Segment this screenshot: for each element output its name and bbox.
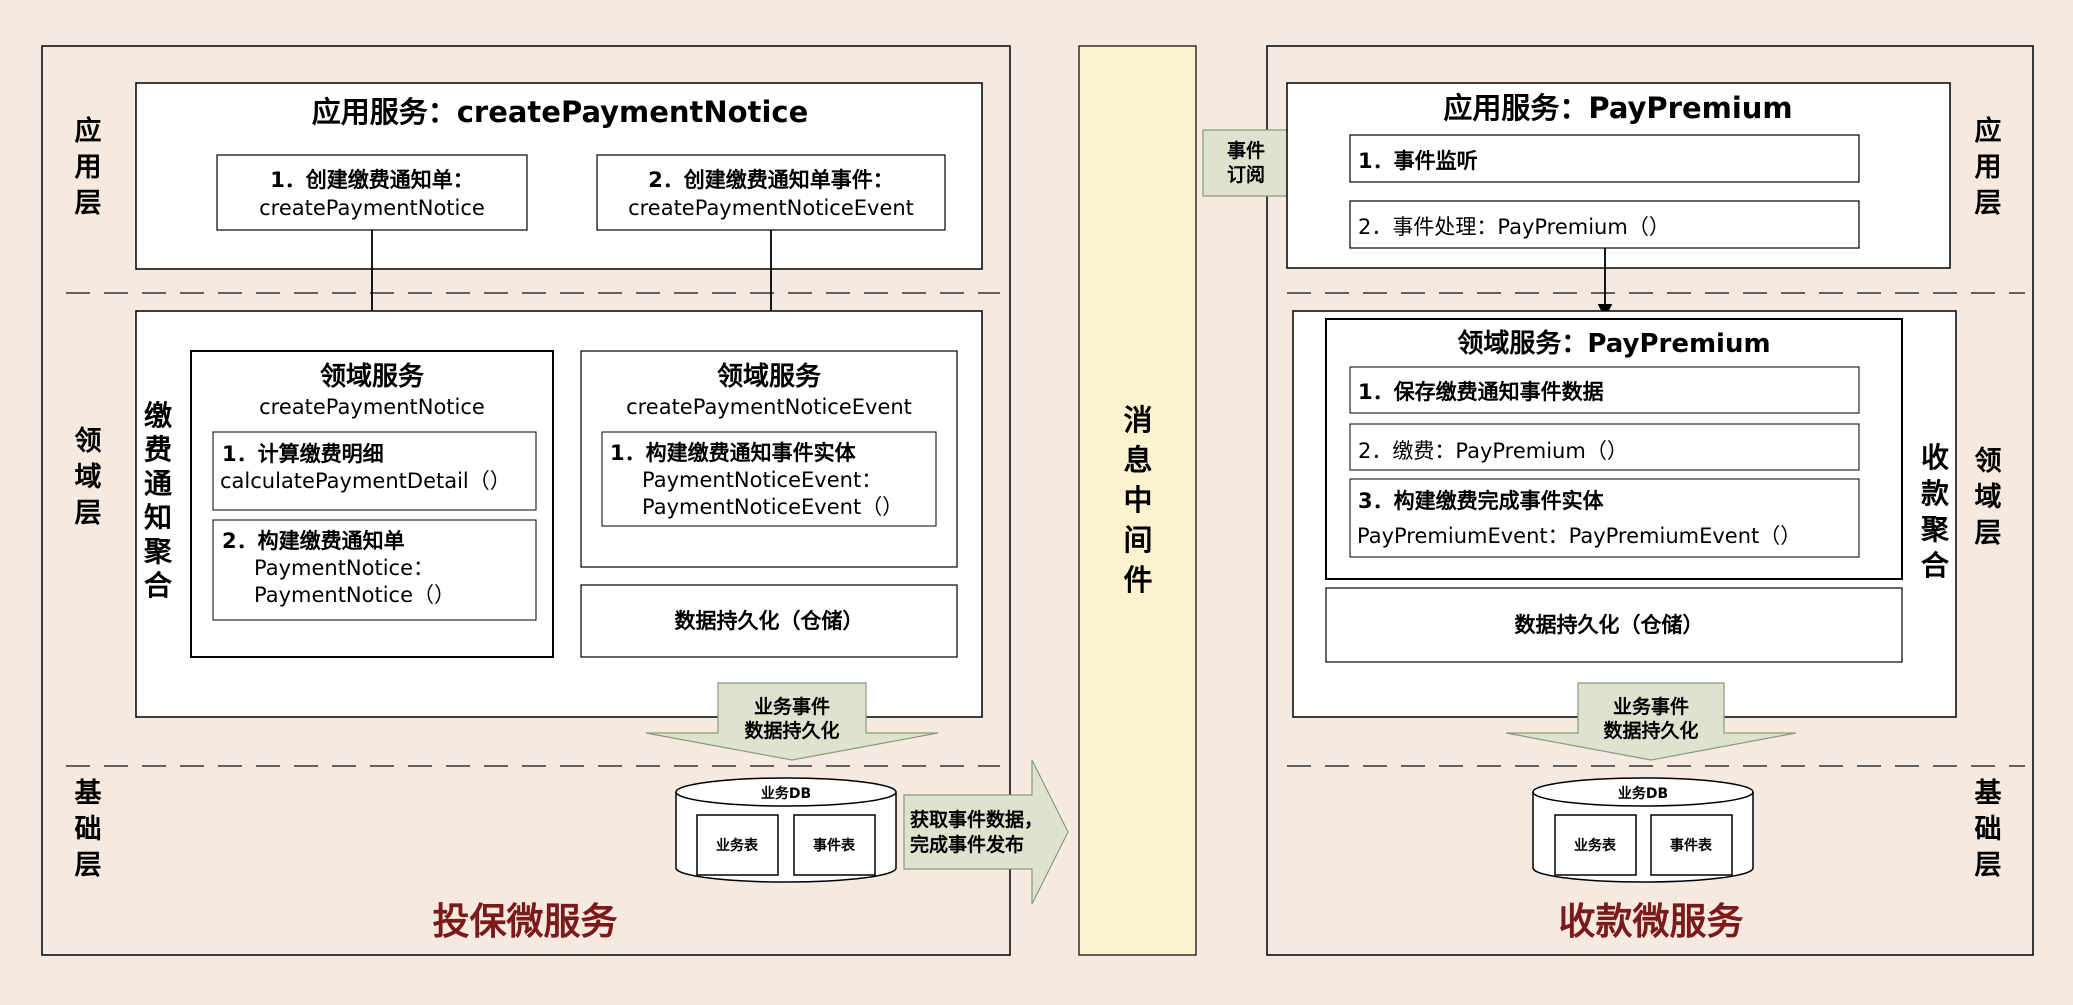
right-app-service-title: 应用服务：PayPremium <box>1443 91 1792 125</box>
right-ds-item3-line1: 3．构建缴费完成事件实体 <box>1358 489 1605 513</box>
message-queue-bar <box>1078 45 1197 956</box>
left-ds2-sub: createPaymentNoticeEvent <box>626 395 912 419</box>
left-ds1-item2-line1: 2．构建缴费通知单 <box>222 529 405 553</box>
left-ds1-item1-line2: calculatePaymentDetail（） <box>220 469 511 493</box>
right-subscribe-line1: 事件 <box>1227 139 1265 162</box>
right-app-step1-label: 1．事件监听 <box>1358 149 1478 173</box>
left-service-name: 投保微服务 <box>433 900 618 943</box>
right-app-step2-box <box>1349 200 1860 249</box>
right-db-table2 <box>1650 814 1733 876</box>
left-app-step1-line2: createPaymentNotice <box>259 196 485 220</box>
message-queue-label: 消息中间件 <box>1123 403 1152 597</box>
right-db-table1 <box>1554 814 1637 876</box>
left-db-table2 <box>793 814 876 876</box>
left-db-table2-label: 事件表 <box>813 837 856 854</box>
left-event-persist-line2: 数据持久化 <box>744 719 839 742</box>
right-db-title: 业务DB <box>1618 785 1668 802</box>
right-persistence-label: 数据持久化（仓储） <box>1515 613 1704 637</box>
left-app-step2-line1: 2．创建缴费通知单事件： <box>648 168 894 192</box>
left-ds1-item1-box <box>212 431 537 511</box>
left-persistence-box <box>580 584 958 658</box>
left-ds1-sub: createPaymentNotice <box>259 395 485 419</box>
right-layer-infra-label: 基础层 <box>1975 778 2003 881</box>
right-ds-item3-line2: PayPremiumEvent：PayPremiumEvent（） <box>1357 524 1801 548</box>
right-event-persist-line1: 业务事件 <box>1613 695 1689 718</box>
left-ds2-title: 领域服务 <box>717 361 821 392</box>
left-layer-app-label: 应用层 <box>75 115 102 219</box>
right-ds-item2-label: 2．缴费：PayPremium（） <box>1358 439 1628 463</box>
left-publish-line1: 获取事件数据， <box>910 808 1043 831</box>
right-db-table2-label: 事件表 <box>1670 837 1713 854</box>
right-layer-app-label: 应用层 <box>1975 115 2002 219</box>
right-ds-item2-box <box>1349 423 1860 471</box>
right-service-frame <box>1266 45 2034 956</box>
right-service-name: 收款微服务 <box>1559 900 1744 943</box>
left-ds1-item2-box <box>212 519 537 621</box>
left-persistence-label: 数据持久化（仓储） <box>675 609 864 633</box>
left-ds1-item2-line3: PaymentNotice（） <box>254 583 455 607</box>
right-app-step2-label: 2．事件处理：PayPremium（） <box>1358 215 1670 239</box>
left-event-persist-line1: 业务事件 <box>754 695 830 718</box>
left-db-table1-label: 业务表 <box>716 837 759 854</box>
left-app-step1-box <box>216 154 528 231</box>
left-publish-arrow <box>903 759 1069 905</box>
left-app-step2-box <box>596 154 946 231</box>
left-ds2-item1-line3: PaymentNoticeEvent（） <box>642 495 903 519</box>
right-ds-item1-label: 1．保存缴费通知事件数据 <box>1358 380 1604 404</box>
right-ds-item1-box <box>1349 366 1860 414</box>
left-layer-domain-label: 领域层 <box>75 426 102 529</box>
left-ds2-item1-line2: PaymentNoticeEvent： <box>642 468 882 492</box>
right-ds-item3-box <box>1349 478 1860 558</box>
left-layer-infra-label: 基础层 <box>75 778 103 881</box>
left-aggregate-label: 缴费通知聚合 <box>143 399 173 602</box>
left-ds1-title: 领域服务 <box>320 361 424 392</box>
left-ds1-item1-line1: 1．计算缴费明细 <box>222 442 384 466</box>
left-app-step1-line1: 1．创建缴费通知单： <box>270 168 474 192</box>
right-app-step1-box <box>1349 134 1860 183</box>
right-event-persist-arrow <box>1505 682 1797 761</box>
left-app-step2-line2: createPaymentNoticeEvent <box>628 196 914 220</box>
right-ds-title: 领域服务：PayPremium <box>1457 328 1770 359</box>
right-layer-domain-label: 领域层 <box>1975 446 2002 549</box>
right-aggregate-label: 收款聚合 <box>1920 441 1950 582</box>
left-ds2-item1-line1: 1．构建缴费通知事件实体 <box>610 441 857 465</box>
left-app-service-title: 应用服务：createPaymentNotice <box>312 95 809 129</box>
left-publish-line2: 完成事件发布 <box>910 833 1024 856</box>
right-persistence-box <box>1325 587 1903 663</box>
right-subscribe-line2: 订阅 <box>1227 164 1265 186</box>
left-db-table1 <box>696 814 779 876</box>
left-event-persist-arrow <box>645 682 939 761</box>
right-event-persist-line2: 数据持久化 <box>1603 719 1698 742</box>
left-service-frame <box>41 45 1011 956</box>
right-db-table1-label: 业务表 <box>1574 837 1617 854</box>
left-ds2-item1-box <box>601 431 937 527</box>
left-ds1-item2-line2: PaymentNotice： <box>254 556 434 580</box>
left-db-title: 业务DB <box>761 785 811 802</box>
